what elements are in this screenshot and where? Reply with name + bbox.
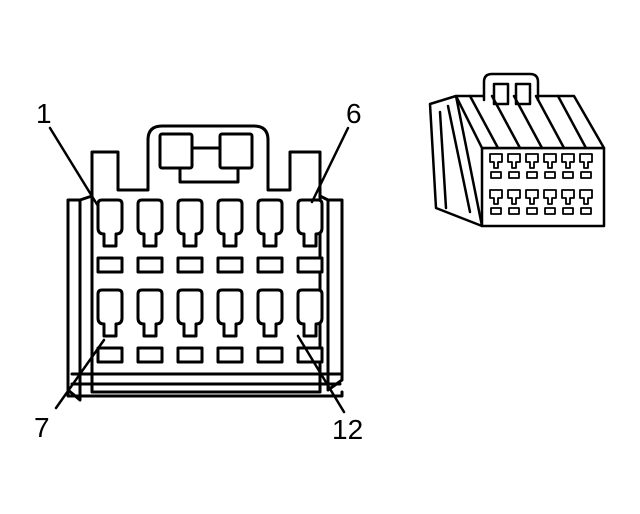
connector-latch [158,132,254,184]
cavity-pin-2 [136,198,164,248]
iso-slot-5 [562,171,574,179]
pin-label-7: 7 [34,412,50,443]
cavity-pin-6 [296,198,324,248]
cavity-slot-7 [96,346,124,364]
iso-slot-7 [490,207,502,215]
cavity-pin-3 [176,198,204,248]
connector-body-outline [90,124,322,394]
cavity-slot-4 [216,256,244,274]
cavity-slot-3 [176,256,204,274]
iso-slot-9 [526,207,538,215]
cavity-slot-1 [96,256,124,274]
iso-slot-10 [544,207,556,215]
pin-label-6: 6 [346,98,362,129]
iso-cavity-5 [561,153,575,169]
iso-slot-8 [508,207,520,215]
iso-slot-1 [490,171,502,179]
iso-cavity-12 [579,189,593,205]
cavity-slot-6 [296,256,324,274]
iso-slot-2 [508,171,520,179]
iso-cavity-7 [489,189,503,205]
iso-cavity-9 [525,189,539,205]
cavity-slot-11 [256,346,284,364]
iso-cavity-10 [543,189,557,205]
pin-label-1: 1 [36,98,52,129]
iso-cavity-8 [507,189,521,205]
leader-line-pin-1 [48,126,100,208]
iso-cavity-6 [579,153,593,169]
cavity-pin-7 [96,288,124,338]
cavity-pin-12 [296,288,324,338]
iso-cavity-2 [507,153,521,169]
iso-cavity-1 [489,153,503,169]
leader-line-pin-6 [310,126,350,204]
pin-label-12: 12 [332,414,364,445]
connector-base-plate [66,390,344,398]
iso-slot-4 [544,171,556,179]
cavity-slot-5 [256,256,284,274]
connector-right-rail [326,198,344,392]
connector-isometric-view [428,72,606,228]
inner-side-left [78,194,94,202]
iso-slot-3 [526,171,538,179]
cavity-group [96,198,324,364]
connector-left-rail [66,198,82,402]
cavity-pin-1 [96,198,124,248]
cavity-slot-9 [176,346,204,364]
iso-slot-12 [580,207,592,215]
iso-cavity-3 [525,153,539,169]
cavity-pin-11 [256,288,284,338]
cavity-pin-8 [136,288,164,338]
cavity-pin-9 [176,288,204,338]
inner-side-right [318,194,330,202]
iso-cavity-4 [543,153,557,169]
iso-slot-6 [580,171,592,179]
cavity-pin-5 [256,198,284,248]
leader-line-pin-12 [296,334,346,414]
cavity-pin-10 [216,288,244,338]
leader-line-pin-7 [54,338,106,410]
iso-slot-11 [562,207,574,215]
cavity-slot-10 [216,346,244,364]
cavity-pin-4 [216,198,244,248]
cavity-slot-2 [136,256,164,274]
iso-cavity-11 [561,189,575,205]
cavity-slot-8 [136,346,164,364]
isometric-cavity-group [489,153,593,215]
